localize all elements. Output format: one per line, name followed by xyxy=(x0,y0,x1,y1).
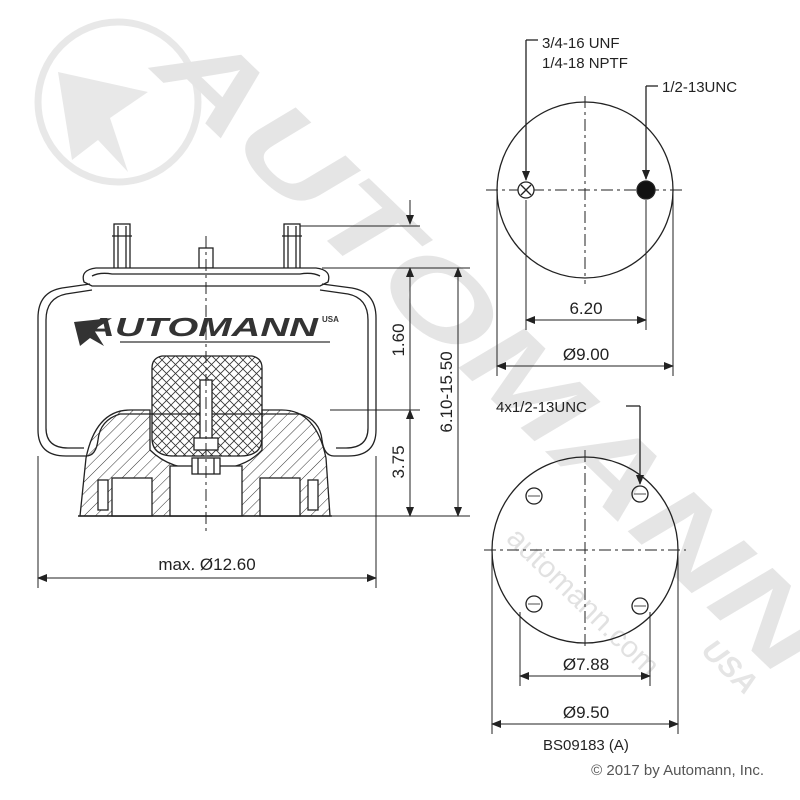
dim-bolt-circle: Ø7.88 xyxy=(563,655,609,674)
center-bolt xyxy=(199,379,213,443)
part-number: BS09183 (A) xyxy=(543,737,629,754)
dim-bottom-height: 3.75 xyxy=(389,445,408,478)
bolt-holes xyxy=(525,485,649,615)
callout-air-port-line2: 1/4-18 NPTF xyxy=(542,55,628,72)
dim-top-spacing: 6.20 xyxy=(569,299,602,318)
bolt-hole xyxy=(525,595,543,613)
callout-bolt-thread: 4x1/2-13UNC xyxy=(496,399,587,416)
automann-logo: AUTOMANN USA xyxy=(74,312,339,346)
side-view-dimensions xyxy=(37,200,470,588)
bolt-hole xyxy=(525,487,543,505)
logo-arrow-icon xyxy=(74,318,112,346)
bottom-stud-left xyxy=(97,479,109,511)
watermark: AUTOMANN USA automann.com xyxy=(34,0,800,701)
dim-top-diameter: Ø9.00 xyxy=(563,345,609,364)
dim-top-height: 1.60 xyxy=(389,323,408,356)
logo-text: AUTOMANN xyxy=(84,312,319,342)
dim-total-height: 6.10-15.50 xyxy=(437,351,456,432)
copyright: © 2017 by Automann, Inc. xyxy=(591,762,764,779)
callout-stud-thread: 1/2-13UNC xyxy=(662,79,737,96)
bolt-hole xyxy=(631,597,649,615)
dim-max-diameter: max. Ø12.60 xyxy=(158,555,255,574)
bolt-hole xyxy=(631,485,649,503)
callout-air-port-line1: 3/4-16 UNF xyxy=(542,35,620,52)
watermark-circle xyxy=(34,18,202,186)
side-view xyxy=(37,223,377,532)
bottom-stud-right xyxy=(307,479,319,511)
watermark-arrow-icon xyxy=(58,72,148,172)
top-plate-view xyxy=(486,39,684,376)
top-stud-left xyxy=(112,223,132,277)
watermark-brand: AUTOMANN xyxy=(131,0,800,700)
air-port-left xyxy=(517,181,535,199)
logo-suffix: USA xyxy=(322,315,339,324)
dim-bottom-diameter: Ø9.50 xyxy=(563,703,609,722)
bottom-plate-view xyxy=(484,405,686,734)
stud-hole-right xyxy=(636,180,656,200)
